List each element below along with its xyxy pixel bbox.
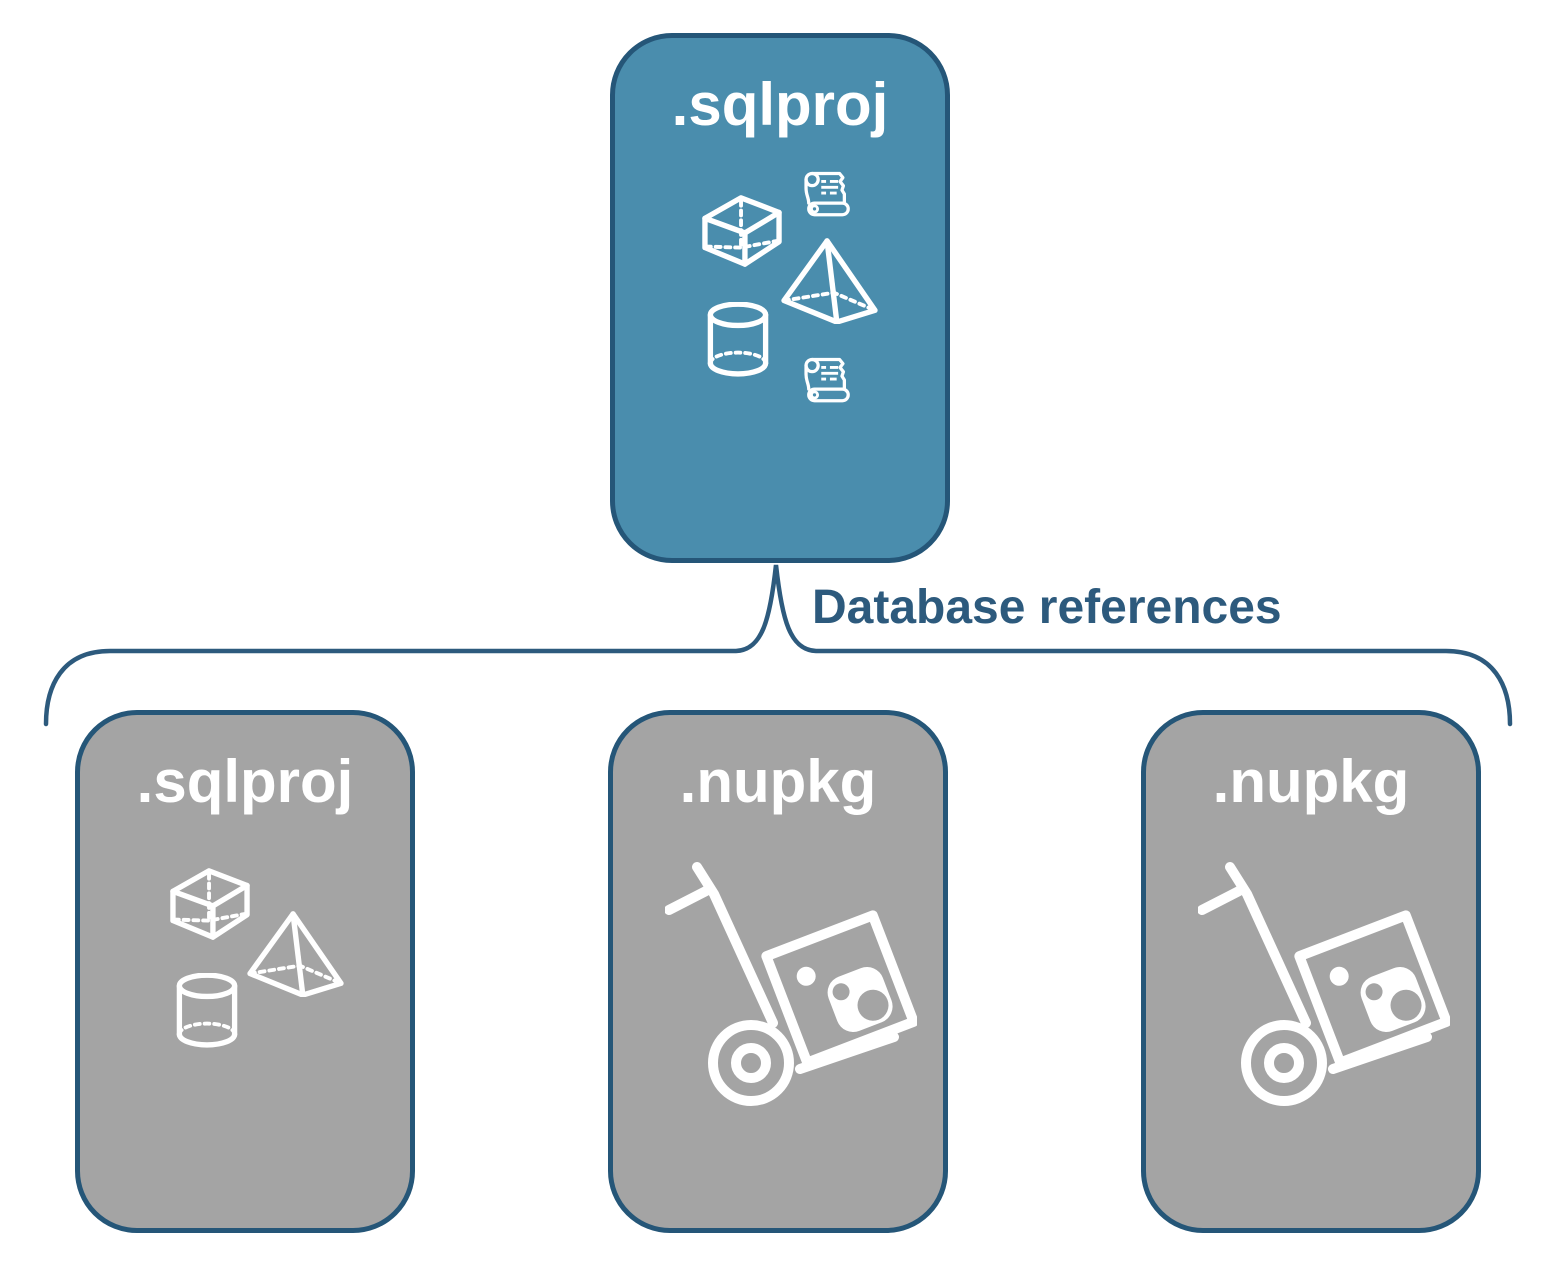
cube-icon [700,192,784,270]
nuget-hand-truck-package-icon [1198,861,1450,1107]
nuget-hand-truck-package-icon [665,861,917,1107]
database-references-label: Database references [812,581,1282,634]
sql-script-scroll-icon [801,354,855,406]
node-child-nupkg: .nupkg [608,710,948,1233]
pyramid-icon [780,236,878,324]
database-cylinder-icon [707,302,769,378]
node-title: .nupkg [679,748,877,815]
node-title: .sqlproj [136,748,354,815]
pyramid-icon [246,909,344,997]
node-root-sqlproj: .sqlproj [610,33,950,563]
node-child-sqlproj: .sqlproj [75,710,415,1233]
node-title: .sqlproj [671,71,889,138]
database-cylinder-icon [176,973,238,1049]
sql-script-scroll-icon [801,168,855,220]
node-child-nupkg: .nupkg [1141,710,1481,1233]
cube-icon [168,865,252,943]
node-title: .nupkg [1212,748,1410,815]
